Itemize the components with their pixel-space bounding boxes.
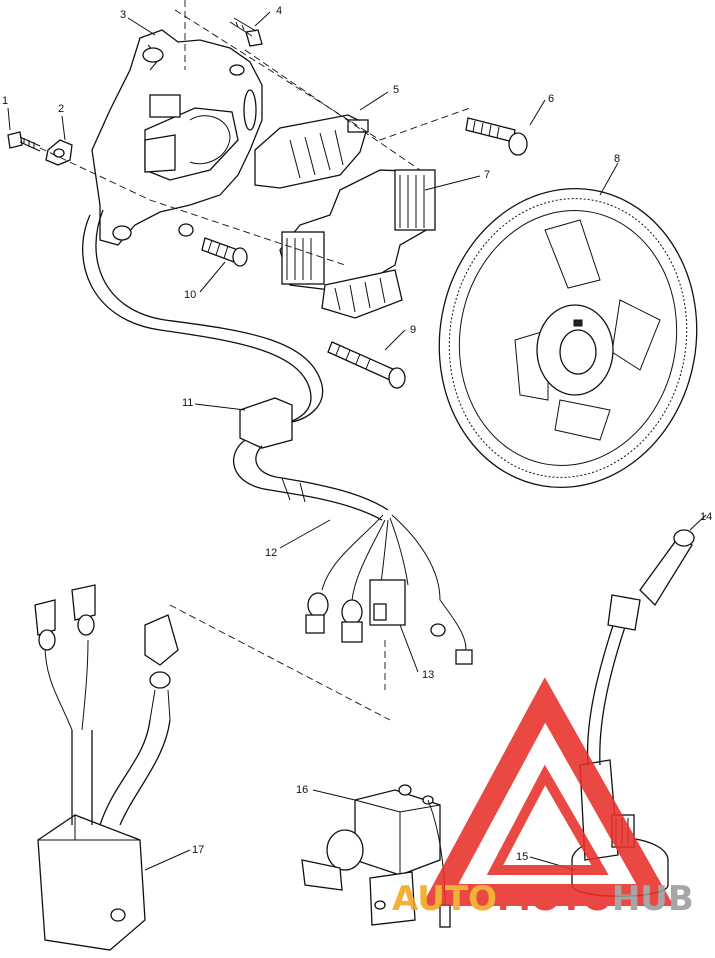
charging-coil-assembly bbox=[279, 169, 436, 319]
bolt-9 bbox=[327, 341, 406, 389]
flywheel bbox=[438, 187, 698, 489]
callout-17: 17 bbox=[192, 844, 204, 856]
watermark-auto: AUTO bbox=[392, 879, 497, 919]
screw-4 bbox=[229, 17, 263, 47]
leader-lines bbox=[7, 11, 707, 871]
callout-13: 13 bbox=[422, 669, 434, 681]
alignment-lines bbox=[39, 0, 471, 721]
bolt-6 bbox=[465, 117, 528, 156]
watermark-hub: HUB bbox=[612, 879, 694, 919]
callout-7: 7 bbox=[484, 169, 490, 181]
callout-9: 9 bbox=[410, 324, 416, 336]
callout-2: 2 bbox=[58, 103, 64, 115]
watermark-moto: MOTO bbox=[497, 879, 612, 919]
washer-2 bbox=[45, 139, 73, 166]
callout-10: 10 bbox=[184, 289, 196, 301]
callout-16: 16 bbox=[296, 784, 308, 796]
callout-1: 1 bbox=[2, 95, 8, 107]
connector-group bbox=[305, 579, 473, 665]
callout-3: 3 bbox=[120, 9, 126, 21]
wiring-harness bbox=[82, 209, 441, 601]
pickup-coil bbox=[144, 94, 239, 181]
callout-8: 8 bbox=[614, 153, 620, 165]
lighting-coil bbox=[254, 114, 369, 189]
callout-14: 14 bbox=[700, 511, 712, 523]
callout-11: 11 bbox=[182, 397, 193, 409]
callout-6: 6 bbox=[548, 93, 554, 105]
logo-inner-triangle-icon bbox=[486, 764, 609, 875]
svg-text:AUTOMOTOHUB: AUTOMOTOHUB bbox=[392, 879, 694, 919]
callout-15: 15 bbox=[516, 851, 528, 863]
callout-4: 4 bbox=[276, 5, 282, 17]
watermark-logo: AUTOMOTOHUB bbox=[392, 677, 694, 919]
callout-labels: 1 2 3 4 5 6 7 8 9 10 11 12 13 14 15 16 1… bbox=[2, 5, 712, 863]
screw-1 bbox=[7, 131, 41, 152]
callout-12: 12 bbox=[265, 547, 277, 559]
callout-5: 5 bbox=[393, 84, 399, 96]
logo-triangle-icon bbox=[421, 677, 674, 906]
screw-10 bbox=[201, 237, 248, 267]
cdi-box bbox=[34, 584, 179, 951]
